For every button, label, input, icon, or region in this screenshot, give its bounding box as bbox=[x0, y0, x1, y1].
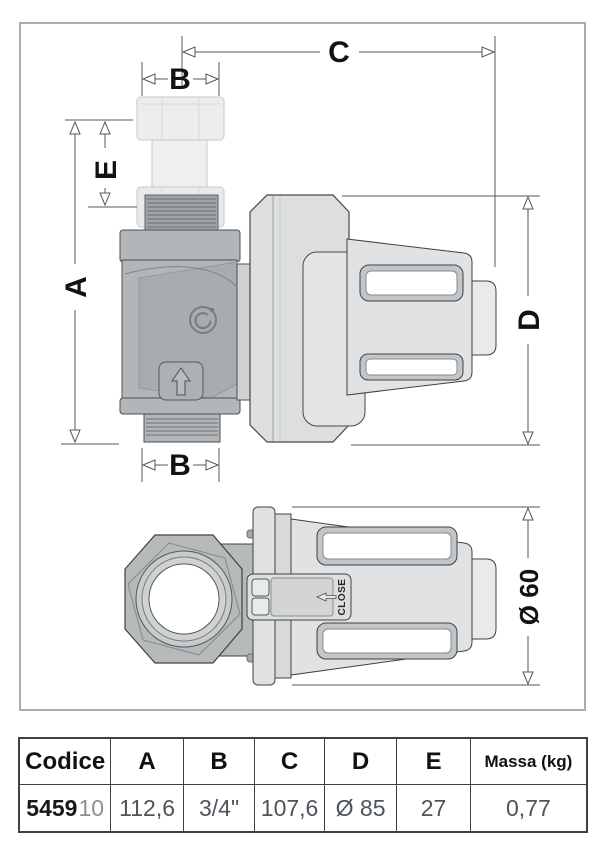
close-clip: CLOSE bbox=[246, 573, 352, 621]
value-cell-b: 3/4" bbox=[184, 785, 256, 831]
product-code-suffix: 10 bbox=[78, 794, 105, 821]
filter-cartridge bbox=[346, 238, 497, 396]
header-cell-d: D bbox=[324, 739, 398, 785]
end-on-nut bbox=[124, 534, 243, 664]
flow-arrow-plate bbox=[158, 361, 204, 401]
value-cell-a: 112,6 bbox=[111, 785, 184, 831]
header-cell-c: C bbox=[255, 739, 325, 785]
outlet-threads bbox=[143, 413, 221, 443]
dim-label-b-bottom: B bbox=[169, 449, 191, 482]
bottom-view-filter bbox=[252, 506, 497, 686]
product-code: 5459 bbox=[26, 794, 78, 821]
valve-body bbox=[119, 229, 241, 443]
dim-label-c: C bbox=[328, 36, 350, 69]
header-cell-e: E bbox=[397, 739, 471, 785]
dim-label-e: E bbox=[90, 160, 123, 180]
inlet-threads bbox=[144, 194, 219, 232]
value-cell-c: 107,6 bbox=[255, 785, 325, 831]
header-cell-massa: Massa (kg) bbox=[470, 739, 586, 785]
close-label: CLOSE bbox=[337, 579, 348, 616]
value-cell-e: 27 bbox=[397, 785, 471, 831]
dim-label-b-top: B bbox=[169, 63, 191, 96]
dim-label-a: A bbox=[60, 276, 93, 298]
caleffi-logo bbox=[189, 306, 217, 334]
dimension-labels: C B E A B D Ø 60 bbox=[60, 36, 546, 625]
technical-drawing: CLOSE bbox=[60, 36, 546, 686]
value-cell-massa: 0,77 bbox=[506, 794, 551, 821]
header-cell-b: B bbox=[183, 739, 256, 785]
header-cell-codice: Codice bbox=[20, 739, 112, 785]
cartridge-end-cap bbox=[471, 280, 497, 356]
pipe-bore bbox=[148, 563, 220, 635]
bottom-view: CLOSE bbox=[124, 506, 497, 686]
close-direction-arrow-icon bbox=[316, 592, 337, 602]
dim-label-diameter: Ø 60 bbox=[514, 569, 544, 625]
drawing-frame: CLOSE bbox=[19, 22, 586, 711]
body-nut-connector bbox=[236, 263, 251, 401]
value-cell-d: Ø 85 bbox=[325, 785, 398, 831]
dim-label-d: D bbox=[513, 309, 546, 331]
header-cell-a: A bbox=[111, 739, 184, 785]
dimension-lines bbox=[61, 36, 540, 686]
side-view bbox=[119, 96, 497, 443]
